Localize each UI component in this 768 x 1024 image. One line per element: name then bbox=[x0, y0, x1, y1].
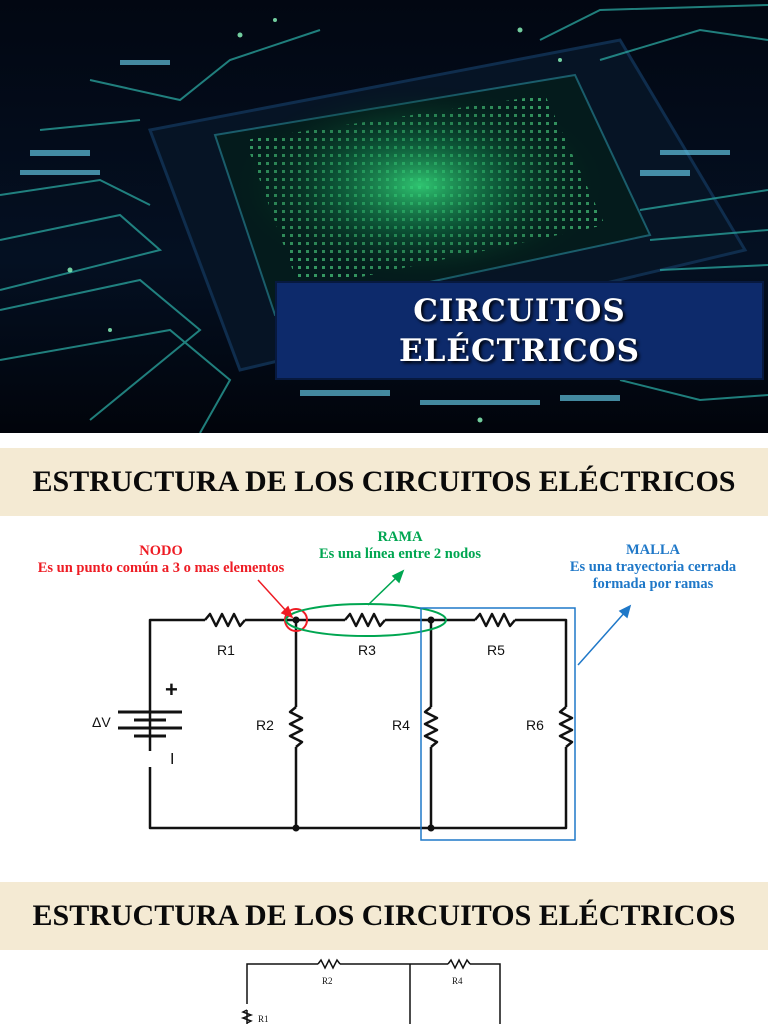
malla-arrow bbox=[577, 604, 632, 666]
label-r4: R4 bbox=[392, 717, 410, 733]
circuit-diagram: R1 R2 R3 R4 R5 R6 ΔV + I bbox=[92, 569, 632, 841]
resistor-r3-symbol bbox=[344, 612, 386, 628]
title-line-1: CIRCUITOS bbox=[413, 292, 626, 329]
rama-description: Es una línea entre 2 nodos bbox=[318, 546, 482, 562]
label-r1: R1 bbox=[217, 642, 235, 658]
resistor-r1-small bbox=[240, 1009, 254, 1024]
label-minus: I bbox=[170, 751, 174, 768]
title-box: CIRCUITOS ELÉCTRICOS bbox=[275, 281, 764, 380]
label-delta-v: ΔV bbox=[92, 714, 111, 730]
hero-slide: CIRCUITOS ELÉCTRICOS bbox=[0, 0, 768, 433]
label-r3: R3 bbox=[358, 642, 376, 658]
top-wire-left bbox=[148, 618, 205, 751]
nodo-arrow bbox=[257, 579, 294, 619]
malla-description-line2: formada por ramas bbox=[592, 576, 714, 592]
right-wire-lower bbox=[148, 747, 568, 830]
nodo-description: Es un punto común a 3 o mas elementos bbox=[37, 560, 285, 576]
rama-arrow bbox=[367, 569, 405, 606]
top-wire-d bbox=[470, 963, 501, 1024]
resistor-r2-symbol bbox=[288, 706, 304, 748]
rama-highlight-ellipse bbox=[285, 603, 447, 637]
node-dot-bottom-r2 bbox=[292, 824, 300, 832]
label-r2-small: R2 bbox=[322, 976, 333, 986]
label-r2: R2 bbox=[256, 717, 274, 733]
slide-heading-2: ESTRUCTURA DE LOS CIRCUITOS ELÉCTRICOS bbox=[0, 882, 768, 950]
node-dot-bottom-r4 bbox=[427, 824, 435, 832]
circuit-slide bbox=[0, 517, 768, 869]
label-r6: R6 bbox=[526, 717, 544, 733]
malla-description-line1: Es una trayectoria cerrada bbox=[569, 559, 737, 575]
malla-highlight-rect bbox=[420, 607, 576, 841]
label-plus: + bbox=[165, 677, 178, 702]
node-dot-top-r4 bbox=[427, 616, 435, 624]
resistor-r2-small bbox=[317, 958, 341, 970]
resistor-r4-symbol bbox=[423, 706, 439, 748]
malla-title: MALLA bbox=[626, 542, 680, 558]
slide-heading-2-text: ESTRUCTURA DE LOS CIRCUITOS ELÉCTRICOS bbox=[32, 899, 736, 932]
label-r4-small: R4 bbox=[452, 976, 463, 986]
title-line-2: ELÉCTRICOS bbox=[398, 332, 641, 369]
battery-symbol bbox=[118, 710, 182, 738]
slide-heading-text: ESTRUCTURA DE LOS CIRCUITOS ELÉCTRICOS bbox=[32, 465, 736, 498]
resistor-r5-symbol bbox=[474, 612, 516, 628]
label-r1-small: R1 bbox=[258, 1014, 269, 1024]
resistor-r1-symbol bbox=[204, 612, 246, 628]
node-dot-top-r2 bbox=[292, 616, 300, 624]
top-wire-b bbox=[246, 963, 318, 1004]
circuit-diagram-2: R2 R4 R1 bbox=[240, 958, 501, 1024]
nodo-title: NODO bbox=[139, 543, 183, 559]
label-r5: R5 bbox=[487, 642, 505, 658]
rama-annotation: RAMA Es una línea entre 2 nodos bbox=[300, 529, 500, 563]
resistor-r6-symbol bbox=[558, 706, 574, 748]
top-wire-right bbox=[515, 618, 568, 707]
slide-heading: ESTRUCTURA DE LOS CIRCUITOS ELÉCTRICOS bbox=[0, 448, 768, 516]
resistor-r4-small bbox=[447, 958, 471, 970]
malla-annotation: MALLA Es una trayectoria cerrada formada… bbox=[548, 542, 758, 593]
rama-title: RAMA bbox=[377, 529, 423, 545]
nodo-annotation: NODO Es un punto común a 3 o mas element… bbox=[16, 543, 306, 577]
